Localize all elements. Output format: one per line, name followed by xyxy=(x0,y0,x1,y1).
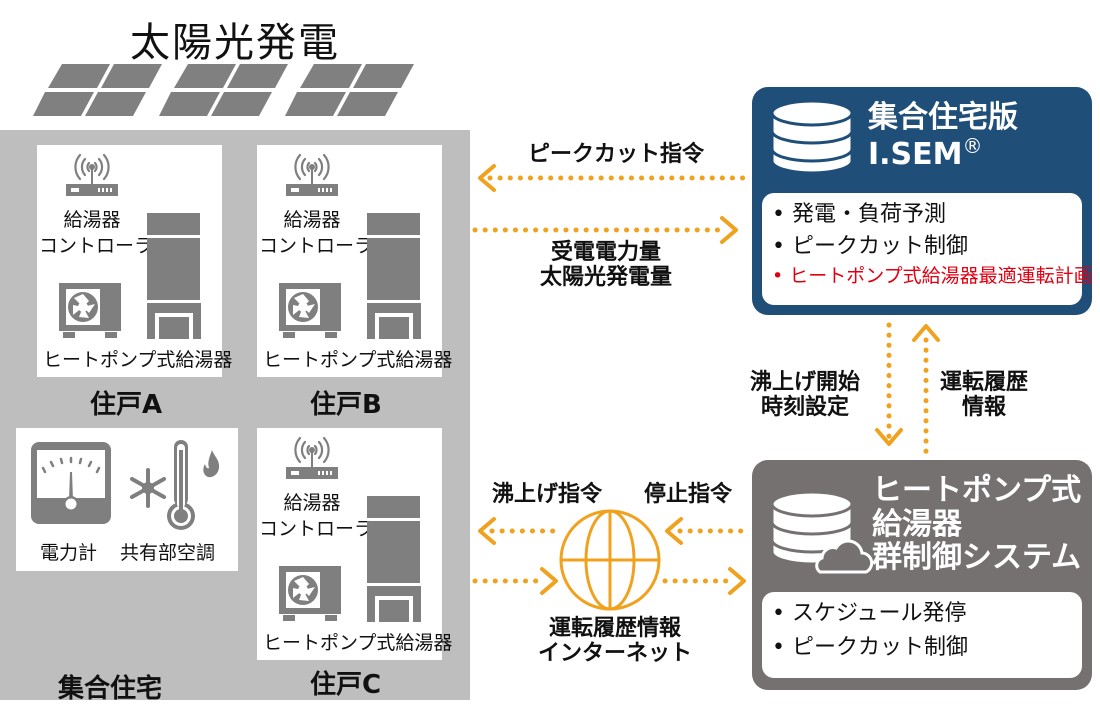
power-meter-icon xyxy=(31,442,111,524)
stop-command-label: 停止指令 xyxy=(644,482,733,507)
controller-label: 給湯器 xyxy=(283,492,341,514)
heat-pump-label: ヒートポンプ式給湯器 xyxy=(43,349,233,371)
heat-pump-unit-icon xyxy=(279,283,341,338)
heat-pump-feature-item: • スケジュール発停 xyxy=(772,601,967,626)
arrowhead-down xyxy=(875,428,903,446)
arrowhead-right xyxy=(720,216,738,244)
heat-pump-control-system-box: ヒートポンプ式 給湯器 群制御システム • スケジュール発停 • ピークカット制… xyxy=(752,460,1092,690)
thermometer-icon xyxy=(167,440,195,530)
unit-b-card: 給湯器 コントローラー ヒートポンプ式給湯器 xyxy=(257,145,452,377)
hot-water-tank-icon xyxy=(367,496,421,622)
cloud-icon xyxy=(815,539,874,574)
arrowhead-left xyxy=(478,517,496,545)
controller-label-2: コントローラー xyxy=(259,235,393,257)
isem-system-box: 集合住宅版 I.SEM® • 発電・負荷予測 • ピークカット制御 • ヒートポ… xyxy=(752,87,1093,315)
isem-title: 集合住宅版 I.SEM® xyxy=(868,100,1018,172)
heat-pump-label: ヒートポンプ式給湯器 xyxy=(263,349,453,371)
building-label: 集合住宅 xyxy=(58,674,163,704)
common-area-card: 電力計 共有部空調 xyxy=(16,428,238,571)
arrowhead-right xyxy=(540,567,558,595)
controller-router-icon xyxy=(286,153,338,196)
isem-feature-list: • 発電・負荷予測 • ピークカット制御 • ヒートポンプ式給湯器最適運転計画 xyxy=(762,193,1093,305)
received-power-label: 受電電力量 太陽光発電量 xyxy=(540,240,673,291)
unit-c-label: 住戸C xyxy=(310,670,382,700)
unit-b-label: 住戸B xyxy=(310,390,382,420)
unit-a-card: 給湯器 コントローラー ヒートポンプ式給湯器 xyxy=(37,145,232,377)
arrowhead-up xyxy=(912,324,940,342)
controller-router-icon xyxy=(66,153,118,196)
hot-water-tank-icon xyxy=(147,213,201,339)
controller-label: 給湯器 xyxy=(283,209,341,231)
flame-icon xyxy=(203,450,220,478)
arrowhead-left xyxy=(478,164,496,192)
isem-feature-item: • 発電・負荷予測 xyxy=(772,202,946,227)
controller-label-2: コントローラー xyxy=(39,235,173,257)
solar-title: 太陽光発電 xyxy=(130,20,340,66)
heat-pump-unit-icon xyxy=(279,566,341,621)
heat-pump-unit-icon xyxy=(59,283,121,338)
heat-pump-label: ヒートポンプ式給湯器 xyxy=(263,632,453,654)
database-icon xyxy=(770,99,854,175)
unit-c-card: 給湯器 コントローラー ヒートポンプ式給湯器 xyxy=(257,428,452,660)
cloud-database-icon xyxy=(770,490,874,574)
heat-pump-feature-list: • スケジュール発停 • ピークカット制御 xyxy=(762,592,1082,678)
peak-cut-command-label: ピークカット指令 xyxy=(528,142,705,167)
solar-panel-icon xyxy=(33,64,414,116)
isem-feature-item-highlight: • ヒートポンプ式給湯器最適運転計画 xyxy=(772,265,1093,287)
isem-feature-item: • ピークカット制御 xyxy=(772,234,968,259)
unit-a-label: 住戸A xyxy=(90,390,163,420)
boil-start-time-label: 沸上げ開始 時刻設定 xyxy=(750,370,861,421)
arrowhead-left xyxy=(665,517,683,545)
boil-command-label: 沸上げ指令 xyxy=(492,482,603,507)
power-meter-label: 電力計 xyxy=(40,542,98,564)
arrowhead-right xyxy=(728,567,746,595)
heat-pump-feature-item: • ピークカット制御 xyxy=(772,635,968,660)
internet-history-label: 運転履歴情報 インターネット xyxy=(538,616,693,667)
snowflake-icon xyxy=(130,468,166,508)
hot-water-tank-icon xyxy=(367,213,421,339)
controller-router-icon xyxy=(286,436,338,479)
operation-history-label: 運転履歴 情報 xyxy=(940,370,1029,421)
controller-label-2: コントローラー xyxy=(259,518,393,540)
internet-globe-icon xyxy=(559,509,661,611)
heat-pump-system-title: ヒートポンプ式 給湯器 群制御システム xyxy=(872,473,1082,576)
controller-label: 給湯器 xyxy=(63,209,121,231)
common-hvac-label: 共有部空調 xyxy=(120,542,216,564)
